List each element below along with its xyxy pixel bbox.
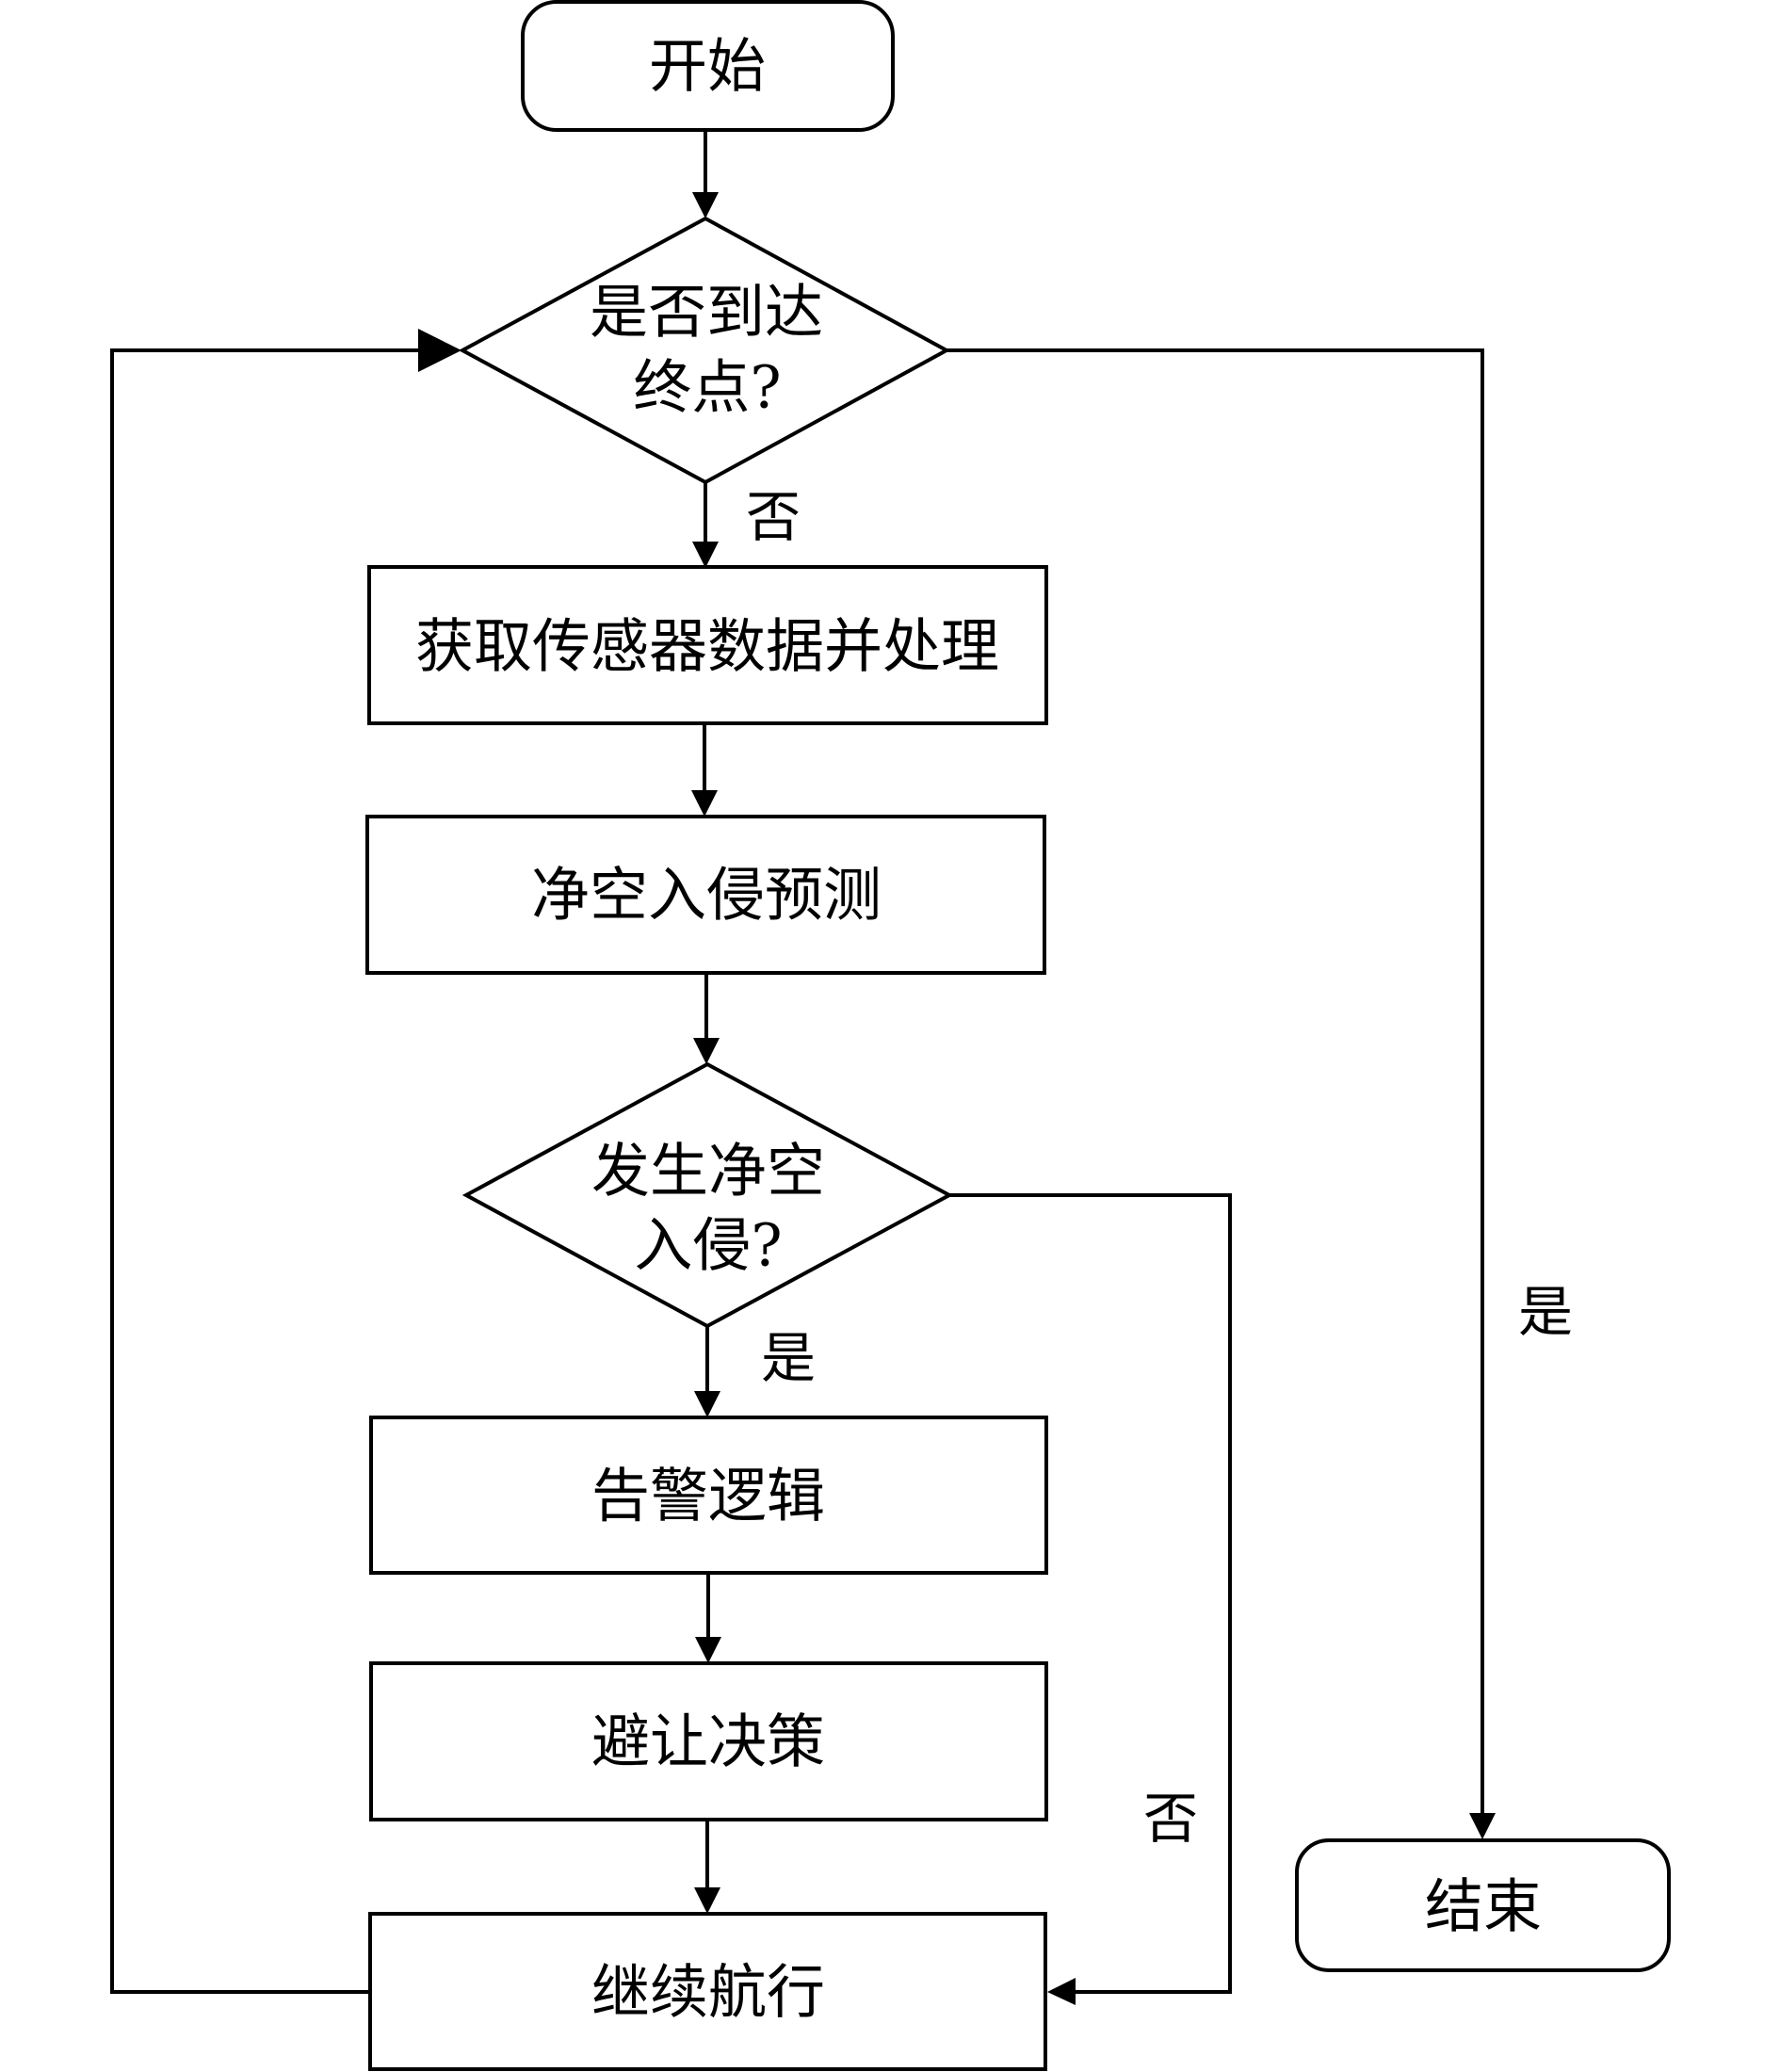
process-clearance-prediction-shape xyxy=(365,815,1046,975)
process-avoidance-decision-shape xyxy=(369,1661,1048,1821)
process-avoidance-decision-label: 避让决策 xyxy=(591,1708,825,1776)
arrowhead-alert-to-avoidance xyxy=(695,1637,721,1663)
decision-intrusion-occurred-label-line1: 发生净空 xyxy=(591,1137,825,1206)
edges xyxy=(110,130,1496,2005)
edge-label-reached-yes: 是 xyxy=(1518,1280,1573,1344)
node-intrusion-occurred: 发生净空 入侵? xyxy=(461,1061,954,1329)
edge-continue-loop-back xyxy=(110,348,420,1994)
arrowhead-start-to-decision1 xyxy=(692,192,719,219)
process-clearance-prediction-label: 净空入侵预测 xyxy=(531,861,882,930)
process-alert-logic-shape xyxy=(369,1416,1048,1575)
edge-label-intrusion-yes: 是 xyxy=(761,1326,816,1390)
arrowhead-avoidance-to-continue xyxy=(694,1887,720,1914)
node-avoidance-decision: 避让决策 xyxy=(369,1661,1048,1821)
edge-label-intrusion-no: 否 xyxy=(1143,1787,1198,1851)
decision-intrusion-occurred-shape xyxy=(461,1061,954,1329)
decision-reached-destination-label-line2: 终点? xyxy=(633,353,781,422)
edge-decision2-to-continue xyxy=(949,1193,1232,1994)
end-label: 结束 xyxy=(1425,1872,1542,1941)
start-terminal-shape xyxy=(521,0,895,132)
arrowhead-decision2-to-alert xyxy=(694,1391,720,1417)
arrowhead-decision2-to-continue xyxy=(1047,1978,1076,2005)
end-terminal-shape xyxy=(1295,1838,1671,1972)
arrowhead-sensor-to-prediction xyxy=(691,790,718,817)
node-reached-destination: 是否到达 终点? xyxy=(458,216,951,485)
decision-reached-destination-label-line1: 是否到达 xyxy=(590,278,823,347)
node-get-sensor-data: 获取传感器数据并处理 xyxy=(367,565,1048,725)
arrowhead-loop-back xyxy=(418,329,461,372)
process-continue-navigation-shape xyxy=(368,1912,1047,2071)
process-get-sensor-data-label: 获取传感器数据并处理 xyxy=(415,612,999,681)
node-continue-navigation: 继续航行 xyxy=(368,1912,1047,2071)
decision-intrusion-occurred-label-line2: 入侵? xyxy=(634,1211,782,1280)
node-clearance-prediction: 净空入侵预测 xyxy=(365,815,1046,975)
edge-decision1-to-end xyxy=(947,348,1484,1814)
process-continue-navigation-label: 继续航行 xyxy=(591,1958,825,2027)
node-alert-logic: 告警逻辑 xyxy=(369,1416,1048,1575)
node-end: 结束 xyxy=(1295,1838,1671,1972)
start-label: 开始 xyxy=(649,32,766,101)
process-alert-logic-label: 告警逻辑 xyxy=(591,1462,825,1530)
decision-reached-destination-shape xyxy=(458,216,951,485)
process-get-sensor-data-shape xyxy=(367,565,1048,725)
node-start: 开始 xyxy=(521,0,895,132)
arrowhead-prediction-to-decision2 xyxy=(693,1038,720,1064)
arrowhead-decision1-to-end xyxy=(1469,1813,1496,1839)
edge-labels: 否 是 是 否 xyxy=(746,485,1573,1851)
edge-label-reached-no: 否 xyxy=(746,485,801,549)
arrowhead-decision1-to-sensor xyxy=(692,542,719,568)
